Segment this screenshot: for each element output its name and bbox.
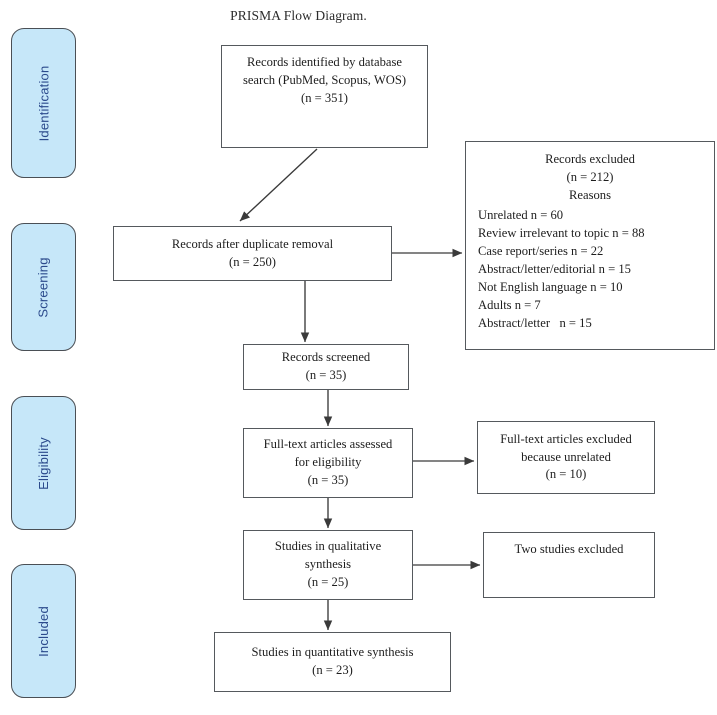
- stage-label-screening: Screening: [36, 256, 51, 318]
- box-qualitative-synthesis-text: Studies in qualitative synthesis (n = 25…: [274, 539, 382, 589]
- list-item: Case report/series n = 22: [478, 243, 604, 258]
- exclusion-reasons-list: Unrelated n = 60 Review irrelevant to to…: [466, 206, 714, 332]
- box-records-identified: Records identified by database search (P…: [221, 45, 428, 148]
- list-item: Abstract/letter/editorial n = 15: [478, 261, 631, 276]
- box-qualitative-synthesis: Studies in qualitative synthesis (n = 25…: [243, 530, 413, 600]
- box-fulltext-assessed: Full-text articles assessed for eligibil…: [243, 428, 413, 498]
- sidebar-item-eligibility: Eligibility: [11, 396, 76, 530]
- box-two-studies-excluded: Two studies excluded: [483, 532, 655, 598]
- stage-label-included: Included: [36, 605, 51, 657]
- box-fulltext-assessed-text: Full-text articles assessed for eligibil…: [263, 437, 393, 487]
- stage-label-identification: Identification: [36, 65, 52, 141]
- arrow-identified-to-duplicates: [239, 148, 318, 222]
- page-title: PRISMA Flow Diagram.: [230, 8, 367, 23]
- list-item: Review irrelevant to topic n = 88: [478, 225, 645, 240]
- box-records-after-duplicates-text: Records after duplicate removal (n = 250…: [171, 236, 334, 269]
- box-records-excluded: Records excluded (n = 212) Reasons Unrel…: [465, 141, 715, 350]
- box-records-screened: Records screened (n = 35): [243, 344, 409, 390]
- list-item: Unrelated n = 60: [478, 207, 564, 222]
- list-item: Not English language n = 10: [478, 279, 623, 294]
- list-item: Abstract/letter n = 15: [478, 315, 592, 330]
- box-records-after-duplicates: Records after duplicate removal (n = 250…: [113, 226, 392, 281]
- box-records-screened-text: Records screened (n = 35): [281, 350, 371, 382]
- sidebar-item-screening: Screening: [11, 223, 76, 351]
- box-fulltext-excluded-text: Full-text articles excluded because unre…: [500, 431, 632, 482]
- list-item: Adults n = 7: [478, 297, 541, 312]
- box-records-identified-text: Records identified by database search (P…: [242, 55, 407, 105]
- box-quantitative-synthesis-text: Studies in quantitative synthesis (n = 2…: [251, 645, 414, 677]
- sidebar-item-identification: Identification: [11, 28, 76, 178]
- box-records-excluded-head: Records excluded (n = 212) Reasons: [545, 152, 635, 202]
- stage-label-eligibility: Eligibility: [36, 436, 51, 490]
- box-two-studies-excluded-text: Two studies excluded: [514, 542, 624, 556]
- box-quantitative-synthesis: Studies in quantitative synthesis (n = 2…: [214, 632, 451, 692]
- sidebar-item-included: Included: [11, 564, 76, 698]
- box-fulltext-excluded: Full-text articles excluded because unre…: [477, 421, 655, 494]
